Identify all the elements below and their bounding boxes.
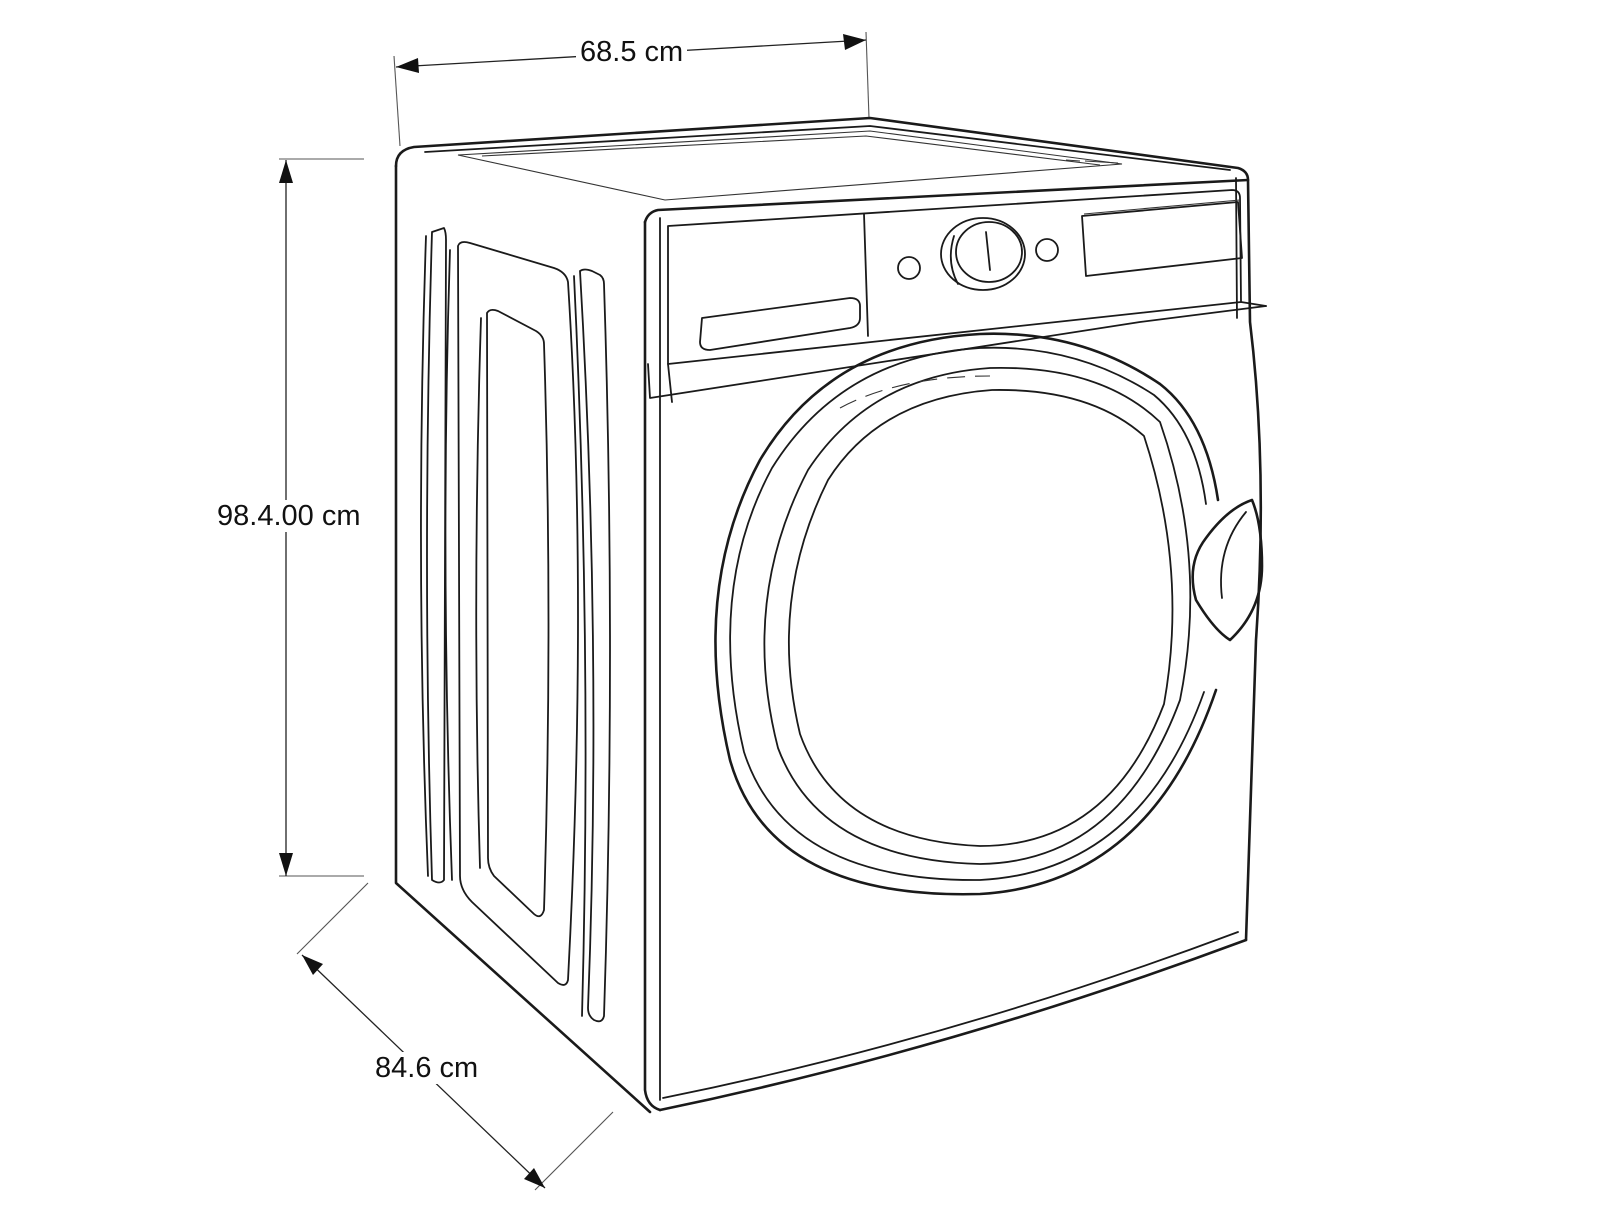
depth-label: 84.6 cm — [371, 1052, 483, 1084]
control-panel — [647, 189, 1267, 403]
cycle-dial — [940, 217, 1026, 291]
door — [714, 332, 1264, 896]
cabinet — [394, 116, 1263, 1114]
right-button — [1035, 238, 1059, 262]
side-panel-embossing — [420, 227, 611, 1023]
left-button — [897, 256, 921, 280]
dispenser-drawer — [699, 297, 861, 351]
width-label: 68.5 cm — [576, 36, 688, 68]
display-window — [1081, 201, 1243, 277]
height-label: 98.4.00 cm — [213, 500, 365, 532]
door-handle — [1191, 498, 1264, 642]
